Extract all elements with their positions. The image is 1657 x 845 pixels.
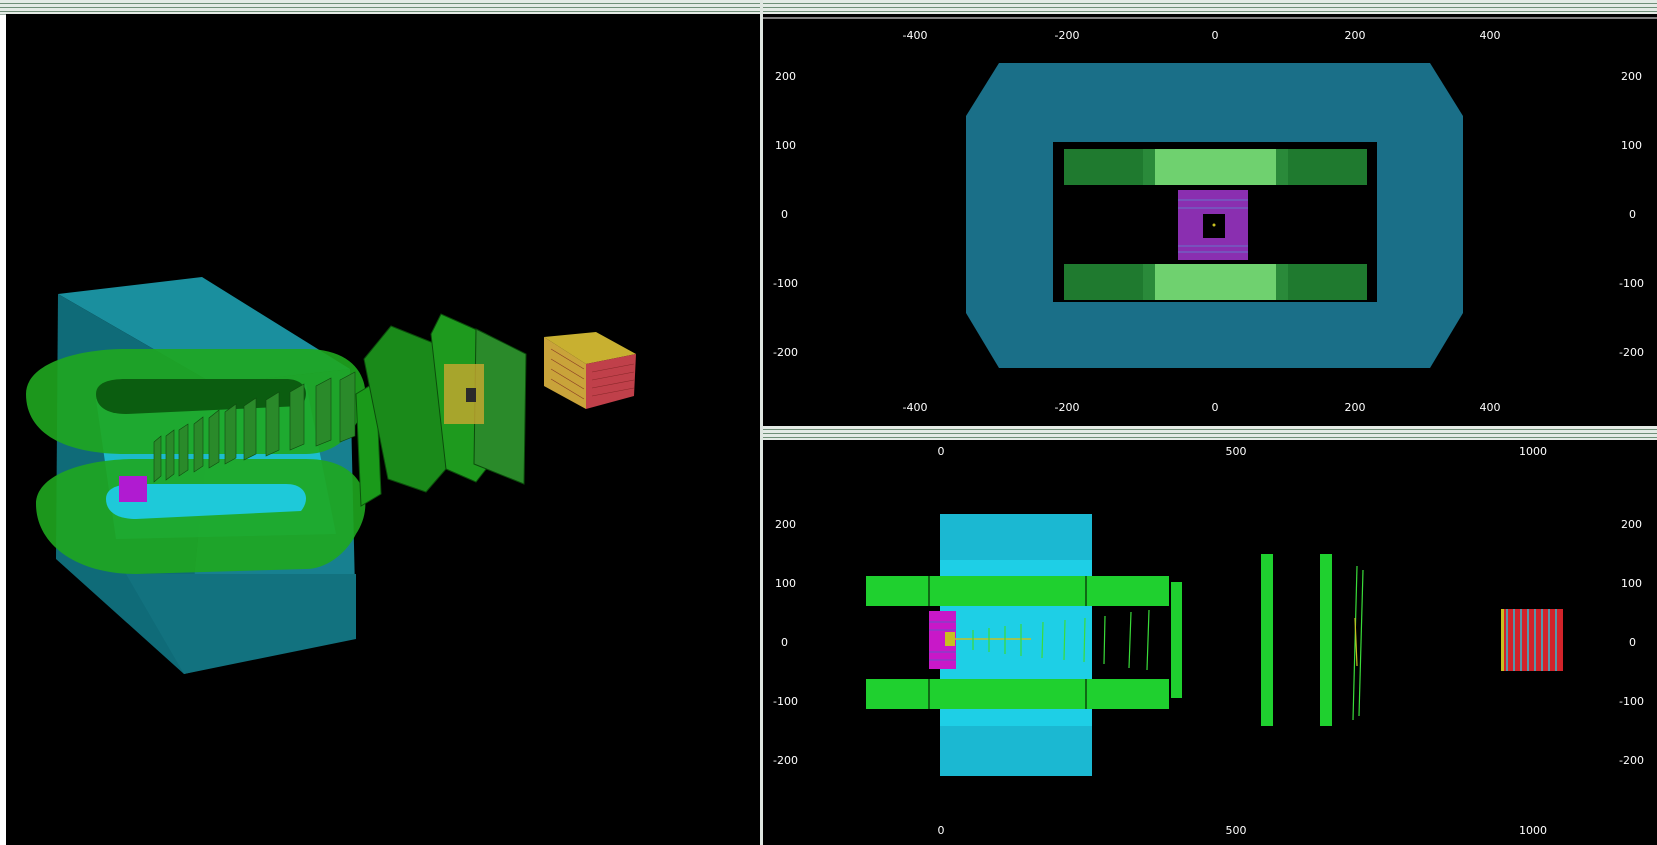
side-y-tick-left-1: 200 — [775, 518, 796, 531]
side-x-tick-bottom-1: 0 — [938, 824, 945, 837]
vertical-splitter[interactable] — [760, 0, 763, 845]
target-front — [1178, 190, 1248, 260]
front-y-tick-left-5: -200 — [773, 346, 798, 359]
side-view-header[interactable] — [763, 426, 1657, 441]
target-3d — [119, 476, 147, 502]
front-x-tick-top-1: -400 — [903, 29, 928, 42]
lower-coil-front — [1064, 264, 1367, 300]
front-y-tick-right-2: 100 — [1621, 139, 1642, 152]
side-y-tick-right-2: 100 — [1621, 577, 1642, 590]
front-y-tick-left-4: -100 — [773, 277, 798, 290]
magnet-yoke-inner-face — [126, 574, 356, 674]
perspective-view[interactable] — [6, 14, 760, 845]
pixel-tracker-side-yellow — [1354, 617, 1358, 667]
front-x-tick-top-5: 400 — [1480, 29, 1501, 42]
side-x-tick-top-1: 0 — [938, 445, 945, 458]
front-x-tick-bottom-4: 200 — [1345, 401, 1366, 414]
pixel-tracker-side — [1352, 565, 1364, 721]
lower-coil-inner — [106, 484, 306, 519]
side-y-tick-right-1: 200 — [1621, 518, 1642, 531]
front-view[interactable]: -400 -200 0 200 400 -400 -200 0 200 400 … — [763, 14, 1657, 426]
front-y-tick-right-1: 200 — [1621, 70, 1642, 83]
station-2-side — [1320, 554, 1332, 726]
front-x-tick-top-3: 0 — [1212, 29, 1219, 42]
front-x-tick-top-4: 200 — [1345, 29, 1366, 42]
perspective-view-header[interactable] — [0, 0, 760, 15]
side-view[interactable]: 0 500 1000 0 500 1000 200 100 0 -100 -20… — [763, 440, 1657, 845]
front-y-tick-right-3: 0 — [1629, 208, 1636, 221]
lower-coil-side — [866, 679, 1169, 709]
station-1-side — [1261, 554, 1273, 726]
upper-coil-side — [866, 576, 1169, 606]
front-y-tick-right-5: -200 — [1619, 346, 1644, 359]
calorimeter-3d — [544, 332, 636, 409]
calorimeter-side — [1501, 609, 1563, 671]
front-view-canvas[interactable]: -400 -200 0 200 400 -400 -200 0 200 400 … — [763, 14, 1657, 426]
upper-coil-front — [1064, 149, 1367, 185]
side-y-tick-left-4: -100 — [773, 695, 798, 708]
target-side-lines — [929, 621, 956, 661]
front-x-tick-bottom-5: 400 — [1480, 401, 1501, 414]
side-y-tick-left-2: 100 — [775, 577, 796, 590]
side-x-tick-bottom-2: 500 — [1226, 824, 1247, 837]
lower-coil — [36, 459, 366, 574]
side-y-tick-right-3: 0 — [1629, 636, 1636, 649]
perspective-view-canvas[interactable] — [6, 14, 760, 845]
beam-spot-side — [945, 632, 955, 646]
front-view-header[interactable] — [763, 0, 1657, 15]
tracking-planes-side — [972, 609, 1150, 671]
side-y-tick-left-5: -200 — [773, 754, 798, 767]
front-x-tick-bottom-1: -400 — [903, 401, 928, 414]
side-view-canvas[interactable]: 0 500 1000 0 500 1000 200 100 0 -100 -20… — [763, 440, 1657, 845]
side-y-tick-right-4: -100 — [1619, 695, 1644, 708]
front-x-tick-bottom-2: -200 — [1055, 401, 1080, 414]
front-y-tick-right-4: -100 — [1619, 277, 1644, 290]
exit-plane-side — [1171, 582, 1182, 698]
side-x-tick-top-3: 1000 — [1519, 445, 1547, 458]
side-x-tick-top-2: 500 — [1226, 445, 1247, 458]
front-x-tick-bottom-3: 0 — [1212, 401, 1219, 414]
side-y-tick-right-5: -200 — [1619, 754, 1644, 767]
side-x-tick-bottom-3: 1000 — [1519, 824, 1547, 837]
front-y-tick-left-1: 200 — [775, 70, 796, 83]
pixel-tracker-3d — [444, 328, 527, 485]
tracking-planes-3d — [153, 371, 356, 483]
front-y-tick-left-3: 0 — [781, 208, 788, 221]
front-y-tick-left-2: 100 — [775, 139, 796, 152]
front-x-tick-top-2: -200 — [1055, 29, 1080, 42]
coil-segment-lines — [928, 576, 1087, 709]
side-y-tick-left-3: 0 — [781, 636, 788, 649]
